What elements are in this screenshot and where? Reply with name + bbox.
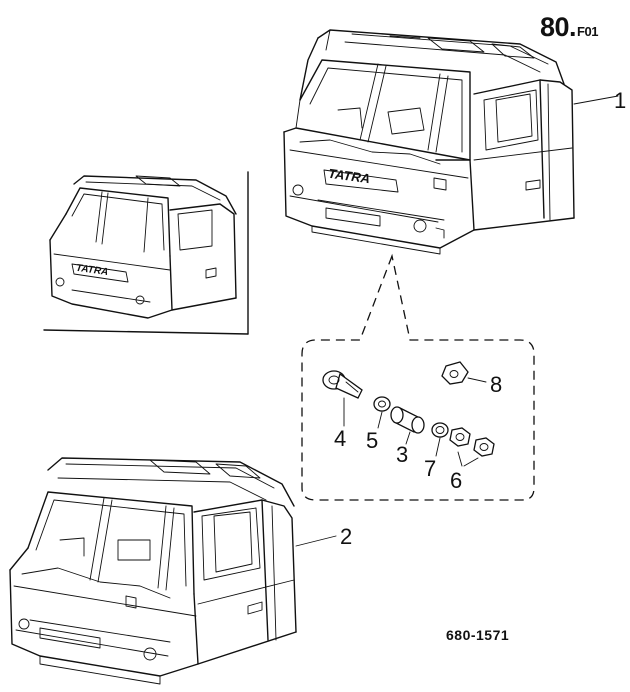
cab-small-illustration: TATRA: [43, 171, 249, 335]
cab-1-badge: TATRA: [327, 166, 371, 187]
detail-callout-box: [301, 253, 535, 501]
cab-2-illustration: [9, 457, 337, 685]
leader-7: [435, 437, 441, 457]
part-5-washer: [373, 396, 391, 412]
part-7-ring: [431, 422, 449, 438]
callout-8: 8: [490, 372, 502, 397]
callout-7: 7: [424, 456, 436, 481]
cab-small-badge: TATRA: [75, 263, 109, 278]
part-4-pin: [322, 370, 363, 399]
leader-5: [377, 411, 383, 429]
page-number: 80.F01: [540, 12, 598, 43]
part-8-lug: [441, 361, 487, 385]
page-number-suffix: F01: [577, 24, 598, 39]
part-6-nuts: [449, 427, 495, 467]
leader-3: [405, 431, 411, 445]
part-3-sleeve: [390, 406, 425, 434]
callout-1: 1: [614, 88, 626, 113]
callout-6: 6: [450, 468, 462, 493]
callout-2: 2: [340, 524, 352, 549]
callout-4: 4: [334, 426, 346, 451]
cab-1-illustration: TATRA: [283, 29, 619, 255]
callout-3: 3: [396, 442, 408, 467]
drawing-number: 680-1571: [446, 627, 510, 643]
page-number-main: 80.: [540, 12, 577, 42]
callout-5: 5: [366, 428, 378, 453]
